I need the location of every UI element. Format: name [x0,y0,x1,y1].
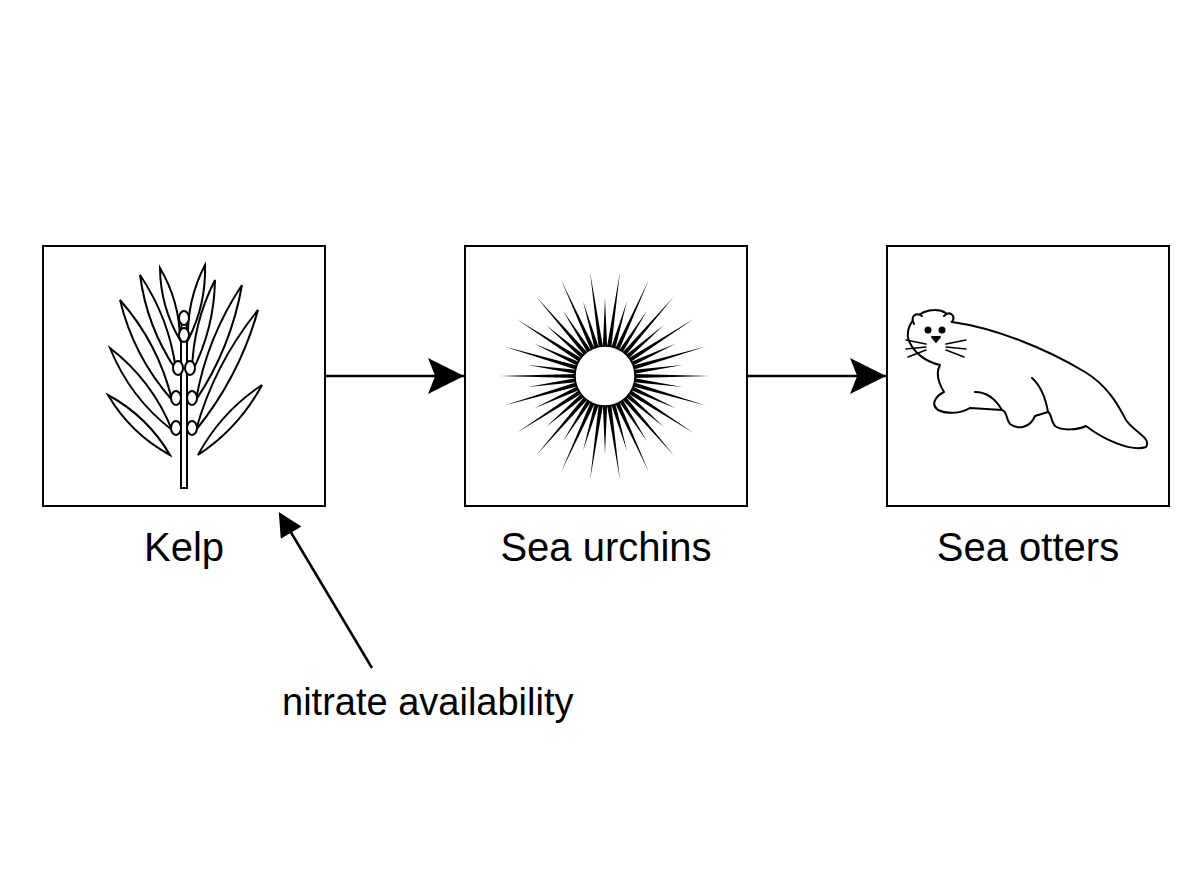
urchin-spine [623,397,674,455]
urchin-spine [504,382,577,405]
urchin-spine [517,319,581,361]
urchin-spine [607,405,620,480]
urchin-spine [536,397,587,455]
otter-nose [932,337,940,342]
urchin-spine [635,374,710,378]
species-name: Sea urchins [500,525,711,569]
urchin-spine [616,402,649,471]
urchin-spine [634,365,682,374]
factor-label: nitrate availability [282,682,573,724]
urchin-spine [561,280,594,349]
kelp-bladder [187,391,197,405]
otter-leg-line [975,378,1048,412]
urchin-spine [616,280,649,349]
kelp-bladder [187,421,197,435]
kelp-bladder [173,361,183,375]
energy-flow-arrow [748,375,886,378]
urchin-spine [603,406,607,454]
kelp-bladder [179,311,189,325]
leader-arrow [280,514,372,668]
energy-flow-arrow [326,375,464,378]
species-name: Sea otters [937,525,1119,569]
kelp-bladder [185,361,195,375]
otter-eye [926,328,931,333]
kelp-bladder [171,421,181,435]
kelp-blade [160,268,180,340]
otter-eye [940,328,945,333]
otter-body [908,310,1147,448]
urchin-spine [590,272,603,347]
kelp-drawing [108,265,262,488]
urchin-spine [633,346,706,369]
urchin-spine [629,390,693,432]
urchin-spine [561,402,594,471]
species-box: Kelp [42,245,326,507]
kelp-bladder [179,328,189,342]
urchin-spine [623,297,674,355]
species-name: Kelp [144,525,224,569]
urchin-drawing [500,272,710,480]
urchin-spine [528,378,576,387]
otter-drawing [906,310,1147,448]
urchin-spine [517,390,581,432]
kelp-blade [198,385,262,455]
urchin-spine [536,297,587,355]
species-box: Sea otters [886,245,1170,507]
urchin-body [575,346,635,406]
kelp-bladder [171,391,181,405]
urchin-spine [603,298,607,346]
kelp-blade [188,265,205,340]
kelp-blade [108,395,170,455]
otter-whiskers [906,340,966,357]
urchin-spine [500,374,575,378]
species-box: Sea urchins [464,245,748,507]
urchin-spine [629,319,693,361]
otter-ear [944,314,953,322]
otter-ear [913,314,922,324]
